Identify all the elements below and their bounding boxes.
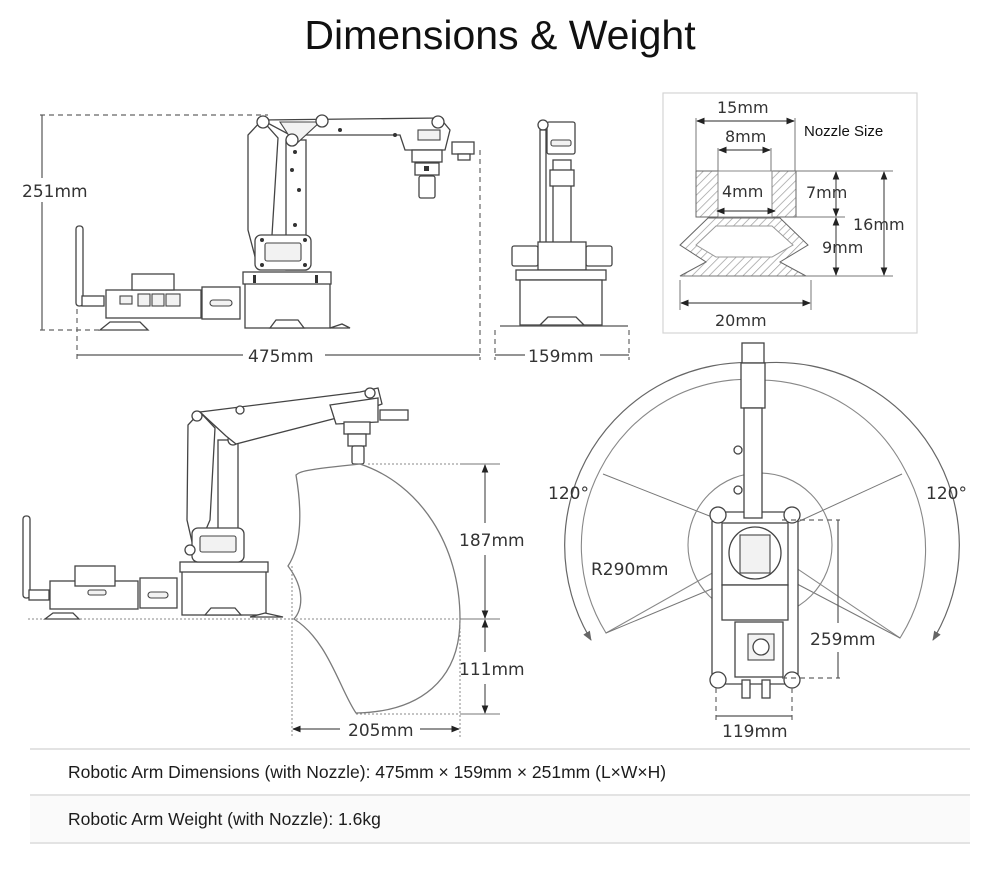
nozzle-inner-width-label: 8mm <box>725 127 766 146</box>
base-width-label: 119mm <box>722 722 788 742</box>
workspace-envelope <box>287 463 461 714</box>
spec-row-dimensions: Robotic Arm Dimensions (with Nozzle): 47… <box>30 749 970 795</box>
technical-drawings: 251mm 475mm <box>22 92 967 742</box>
right-angle-label: 120° <box>926 484 967 504</box>
base-length-label: 259mm <box>810 630 876 650</box>
nozzle-outer-width-label: 15mm <box>717 98 769 117</box>
length-label: 475mm <box>248 347 314 367</box>
antenna-icon <box>75 225 105 307</box>
side-view-drawing: 251mm 475mm <box>22 114 481 367</box>
left-angle-label: 120° <box>548 484 589 504</box>
antenna-icon <box>22 515 50 601</box>
workspace-side-drawing: 187mm 111mm 205mm <box>22 387 525 741</box>
nozzle-caption: Nozzle Size <box>804 123 883 140</box>
nozzle-upper-height-label: 7mm <box>806 183 847 202</box>
right-rotation-arrow <box>761 361 960 641</box>
lower-reach-label: 111mm <box>459 660 525 680</box>
left-rotation-arrow <box>564 361 763 641</box>
spec-weight-text: Robotic Arm Weight (with Nozzle): 1.6kg <box>30 795 970 843</box>
spec-table: Robotic Arm Dimensions (with Nozzle): 47… <box>30 748 970 844</box>
end-effector <box>411 141 475 199</box>
arm-upper-link <box>198 387 383 445</box>
spec-dimensions-text: Robotic Arm Dimensions (with Nozzle): 47… <box>68 761 667 782</box>
front-view-drawing: 159mm <box>494 119 630 367</box>
end-effector <box>343 409 409 465</box>
arm-upper-link <box>256 114 451 151</box>
horizontal-reach-label: 205mm <box>348 721 414 741</box>
controller-box <box>43 565 178 620</box>
workspace-top-drawing: 120° 120° R290mm 259mm 119mm <box>548 342 967 742</box>
radius-label: R290mm <box>591 560 668 580</box>
spec-row-weight: Robotic Arm Weight (with Nozzle): 1.6kg <box>30 795 970 843</box>
nozzle-detail: 15mm 8mm 4mm 7mm 16mm 9mm 20mm Nozzle Si… <box>662 92 918 334</box>
page-title: Dimensions & Weight <box>304 12 696 58</box>
arm-column <box>184 410 245 563</box>
nozzle-lower-height-label: 9mm <box>822 238 863 257</box>
nozzle-base-width-label: 20mm <box>715 311 767 330</box>
arm-column <box>247 119 312 271</box>
arm-top-view <box>743 407 763 519</box>
height-label: 251mm <box>22 182 88 202</box>
arm-base <box>242 271 351 329</box>
controller-box <box>98 273 241 331</box>
nozzle-bore-label: 4mm <box>722 182 763 201</box>
arm-base <box>179 561 284 618</box>
upper-reach-label: 187mm <box>459 531 525 551</box>
nozzle-total-height-label: 16mm <box>853 215 905 234</box>
width-label: 159mm <box>528 347 594 367</box>
arm-tip <box>741 342 765 364</box>
